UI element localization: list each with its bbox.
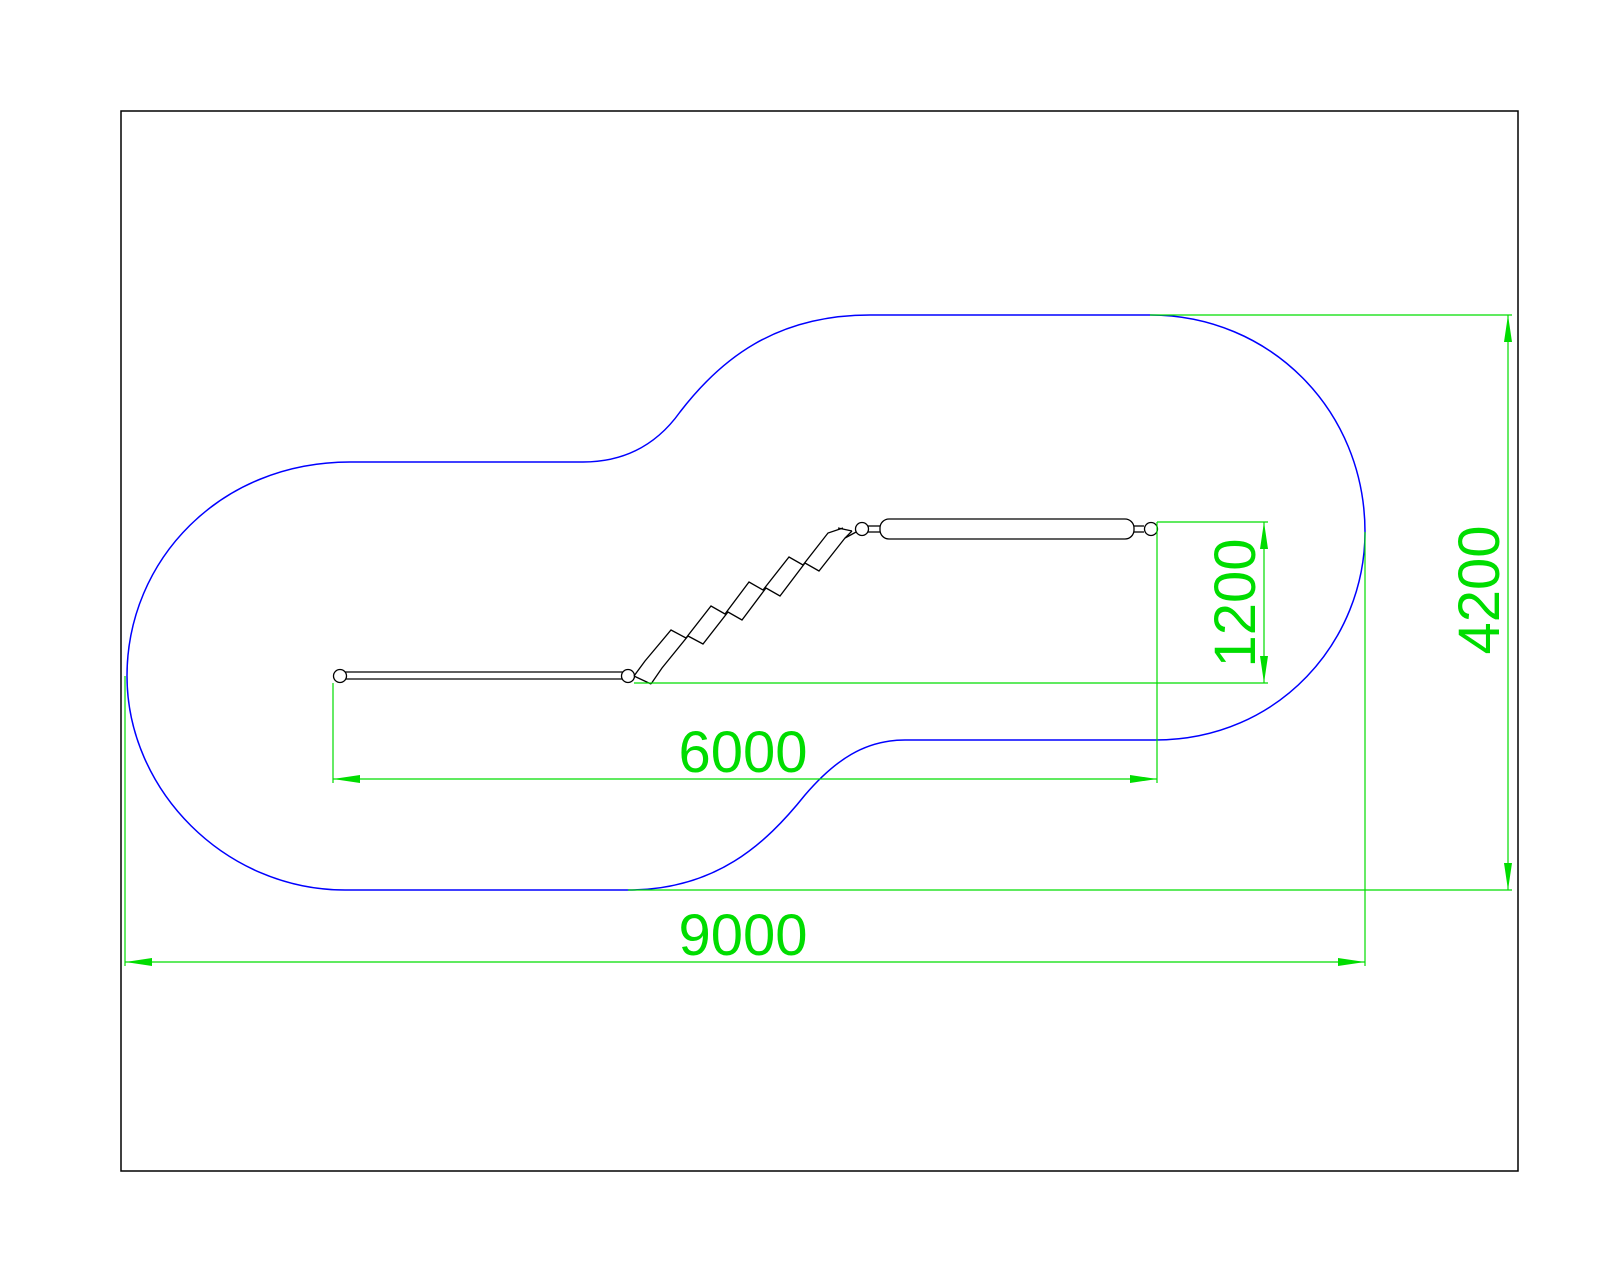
post-right [1143,521,1159,537]
safety-zone-boundary [126,314,1366,891]
dimension-overall-width: 9000 [124,532,1366,968]
dimension-equipment-length-label: 6000 [678,720,807,785]
dimension-overall-depth: 4200 [628,314,1512,891]
dimension-equipment-rise: 1200 [634,521,1268,684]
equipment-lower-bar [332,668,636,684]
equipment-upper-tube [868,518,1159,540]
post-left [332,668,348,684]
dimension-overall-width-label: 9000 [678,903,807,968]
dimension-overall-depth-label: 4200 [1447,525,1512,654]
dimension-equipment-rise-label: 1200 [1203,538,1268,667]
post-mid-high [854,521,870,537]
post-mid-low [620,668,636,684]
drawing-frame [120,110,1519,1172]
equipment-zigzag-ladder [633,521,870,685]
dimension-equipment-length: 6000 [332,522,1158,785]
